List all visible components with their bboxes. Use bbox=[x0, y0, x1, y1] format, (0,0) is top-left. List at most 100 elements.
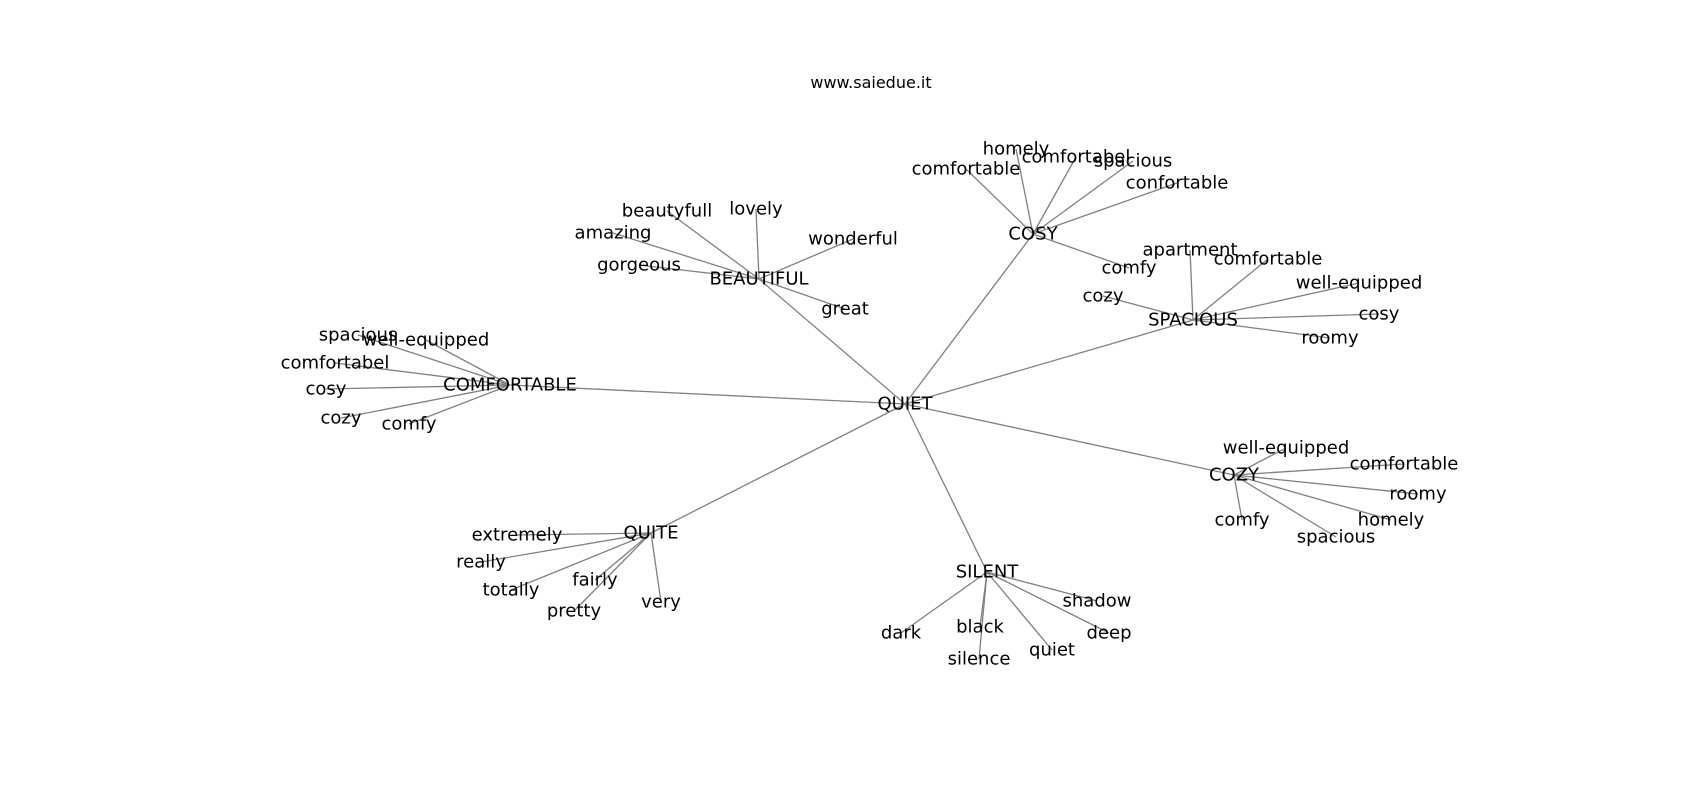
leaf-node-cozy-5: spacious bbox=[1297, 527, 1376, 548]
edge-beautiful-leaf-2 bbox=[612, 232, 760, 280]
edge-spacious-leaf-2 bbox=[1192, 282, 1360, 321]
hub-node-cozy: COZY bbox=[1209, 465, 1260, 486]
edge-comfortable-leaf-5 bbox=[408, 384, 511, 425]
edge-quite-leaf-1 bbox=[480, 532, 652, 563]
edge-cozy-leaf-4 bbox=[1233, 474, 1243, 521]
leaf-node-spacious-4: cosy bbox=[1359, 304, 1400, 325]
edge-comfortable-leaf-2 bbox=[334, 362, 511, 386]
leaf-node-comfortable-4: cozy bbox=[320, 408, 361, 429]
leaf-node-spacious-0: apartment bbox=[1142, 240, 1237, 261]
edge-quite-leaf-4 bbox=[573, 532, 652, 612]
leaf-node-comfortable-2: comfortabel bbox=[281, 353, 390, 374]
edge-silent-leaf-5 bbox=[978, 571, 988, 660]
edge-comfortable-leaf-0 bbox=[357, 334, 511, 386]
edge-cozy-leaf-5 bbox=[1233, 474, 1337, 538]
edge-silent-leaf-4 bbox=[986, 571, 1053, 651]
leaf-node-cosy-3: comfortable bbox=[912, 159, 1021, 180]
leaf-node-beautiful-2: amazing bbox=[575, 223, 652, 244]
edge-layer bbox=[325, 148, 1419, 660]
leaf-node-spacious-5: roomy bbox=[1301, 328, 1359, 349]
edge-spacious-leaf-1 bbox=[1192, 258, 1269, 321]
hub-node-spacious: SPACIOUS bbox=[1148, 310, 1238, 331]
leaf-node-comfortable-0: spacious bbox=[319, 325, 398, 346]
leaf-node-silent-0: shadow bbox=[1063, 591, 1132, 612]
edge-cosy-leaf-4 bbox=[1032, 182, 1178, 235]
edge-cozy-leaf-3 bbox=[1233, 474, 1392, 521]
leaf-node-comfortable-5: comfy bbox=[381, 414, 436, 435]
leaf-node-quite-4: pretty bbox=[547, 601, 602, 622]
edge-cosy-leaf-3 bbox=[965, 168, 1034, 235]
edge-comfortable-leaf-3 bbox=[325, 384, 511, 390]
leaf-node-silent-1: dark bbox=[881, 623, 922, 644]
leaf-node-spacious-1: comfortable bbox=[1214, 249, 1323, 270]
site-caption: www.saiedue.it bbox=[810, 73, 931, 92]
edge-root-comfortable bbox=[509, 384, 906, 405]
edge-root-spacious bbox=[904, 319, 1194, 405]
edge-root-cozy bbox=[904, 403, 1235, 476]
edge-beautiful-leaf-3 bbox=[758, 238, 854, 280]
leaf-node-comfortable-1: well-equipped bbox=[363, 330, 490, 351]
leaf-node-silent-3: deep bbox=[1087, 623, 1132, 644]
edge-silent-leaf-0 bbox=[986, 571, 1098, 602]
hub-node-cosy: COSY bbox=[1008, 224, 1058, 245]
leaf-node-quite-5: very bbox=[641, 592, 681, 613]
hub-node-beautiful: BEAUTIFUL bbox=[709, 269, 808, 290]
leaf-node-beautiful-5: great bbox=[821, 299, 869, 320]
edge-cozy-leaf-1 bbox=[1233, 463, 1405, 476]
edge-spacious-leaf-3 bbox=[1102, 295, 1194, 321]
edge-cosy-leaf-2 bbox=[1032, 160, 1134, 235]
leaf-node-cozy-4: comfy bbox=[1214, 510, 1269, 531]
leaf-node-silent-2: black bbox=[956, 617, 1004, 638]
edge-beautiful-leaf-0 bbox=[666, 210, 760, 280]
leaf-node-cosy-4: confortable bbox=[1126, 173, 1229, 194]
edge-beautiful-leaf-4 bbox=[638, 264, 760, 280]
edge-beautiful-leaf-1 bbox=[755, 208, 760, 280]
edge-quite-leaf-0 bbox=[516, 532, 652, 536]
leaf-node-comfortable-3: cosy bbox=[306, 379, 347, 400]
edge-root-quite bbox=[650, 403, 906, 534]
leaf-node-beautiful-4: gorgeous bbox=[597, 255, 681, 276]
leaf-node-beautiful-0: beautyfull bbox=[622, 201, 712, 222]
edge-quite-leaf-2 bbox=[594, 532, 652, 581]
edge-cosy-leaf-1 bbox=[1032, 156, 1077, 235]
hub-node-silent: SILENT bbox=[956, 562, 1020, 583]
leaf-node-quite-3: totally bbox=[483, 580, 540, 601]
hub-node-comfortable: COMFORTABLE bbox=[443, 375, 577, 396]
edge-silent-leaf-3 bbox=[986, 571, 1110, 634]
leaf-node-quite-0: extremely bbox=[472, 525, 563, 546]
leaf-node-cosy-1: comfortabel bbox=[1022, 147, 1131, 168]
leaf-node-cosy-2: spacious bbox=[1094, 151, 1173, 172]
edge-root-silent bbox=[904, 403, 988, 573]
edge-comfortable-leaf-4 bbox=[340, 384, 511, 419]
edge-cosy-leaf-5 bbox=[1032, 233, 1130, 269]
leaf-node-beautiful-1: lovely bbox=[729, 199, 783, 220]
leaf-node-quite-1: really bbox=[456, 552, 506, 573]
leaf-node-cozy-2: roomy bbox=[1389, 484, 1447, 505]
edge-root-beautiful bbox=[758, 278, 906, 405]
leaf-node-silent-5: silence bbox=[948, 649, 1011, 670]
leaf-node-silent-4: quiet bbox=[1029, 640, 1075, 661]
leaf-node-cosy-5: comfy bbox=[1101, 258, 1156, 279]
edge-spacious-leaf-4 bbox=[1192, 313, 1380, 321]
label-layer: QUIETCOSYhomelycomfortabelspaciouscomfor… bbox=[281, 139, 1459, 670]
leaf-node-quite-2: fairly bbox=[572, 570, 618, 591]
edge-beautiful-leaf-5 bbox=[758, 278, 846, 310]
edge-cozy-leaf-0 bbox=[1233, 447, 1287, 476]
leaf-node-spacious-2: well-equipped bbox=[1296, 273, 1423, 294]
edge-silent-leaf-1 bbox=[900, 571, 988, 634]
edge-cosy-leaf-0 bbox=[1015, 148, 1034, 235]
edge-spacious-leaf-0 bbox=[1189, 249, 1194, 321]
edge-quite-leaf-5 bbox=[650, 532, 662, 603]
edge-comfortable-leaf-1 bbox=[425, 339, 511, 386]
leaf-node-cozy-3: homely bbox=[1358, 510, 1425, 531]
leaf-node-beautiful-3: wonderful bbox=[808, 229, 898, 250]
hub-node-quite: QUITE bbox=[623, 523, 678, 544]
leaf-node-cosy-0: homely bbox=[983, 139, 1050, 160]
edge-cozy-leaf-2 bbox=[1233, 474, 1419, 495]
edge-quite-leaf-3 bbox=[510, 532, 652, 591]
root-node-label: QUIET bbox=[877, 394, 933, 415]
leaf-node-cozy-0: well-equipped bbox=[1223, 438, 1350, 459]
leaf-node-spacious-3: cozy bbox=[1082, 286, 1123, 307]
leaf-node-cozy-1: comfortable bbox=[1350, 454, 1459, 475]
